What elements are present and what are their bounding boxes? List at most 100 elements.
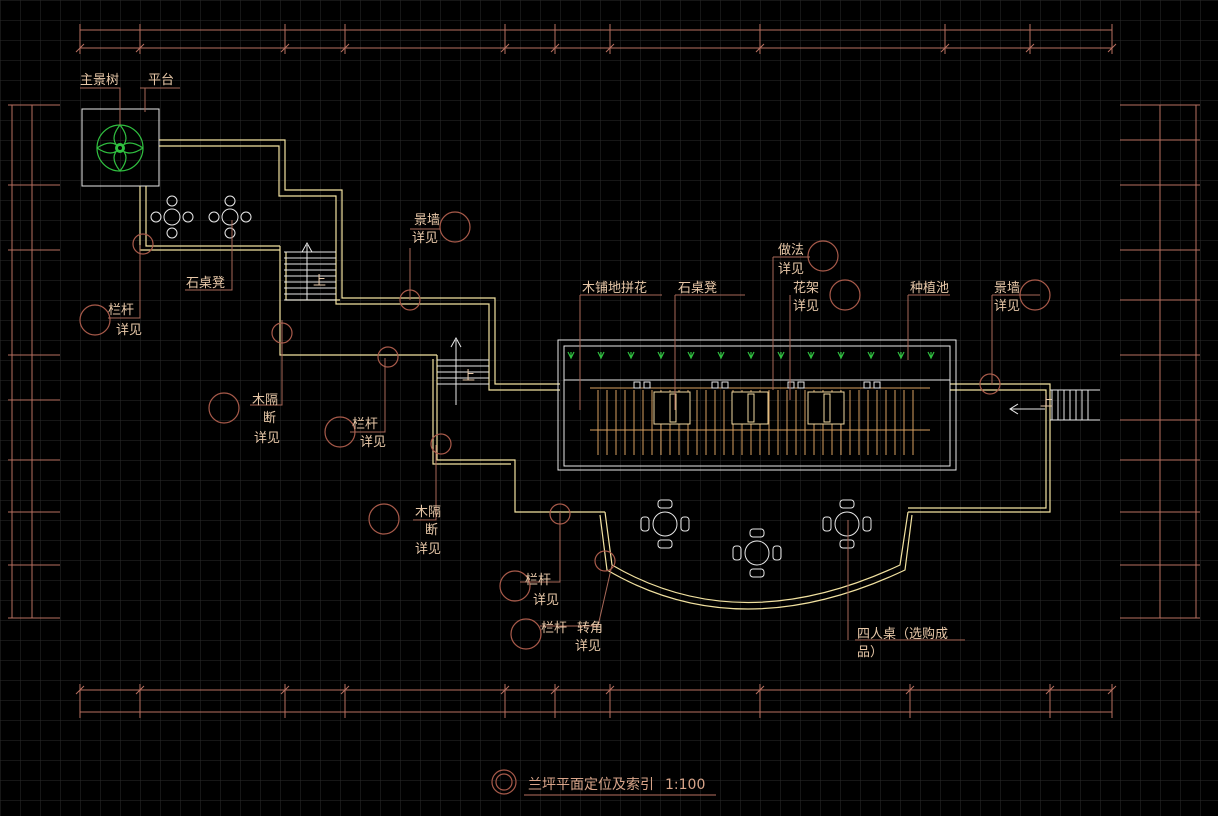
round-table-with-stools-icon: [208, 195, 252, 239]
index-bubble-icon: [132, 233, 154, 255]
dimension-tick-mark: [340, 685, 350, 695]
index-bubble-icon: [594, 550, 616, 572]
round-table-with-stools-icon: [640, 499, 690, 549]
label-four-person-table-a: 四人桌（选购成: [857, 626, 948, 642]
stone-table-block: [731, 391, 769, 425]
index-bubble-icon: [377, 346, 399, 368]
index-bubble-icon: [368, 503, 400, 535]
label-feature-wall-2: 景墙: [994, 281, 1020, 296]
pergola-post: [711, 381, 719, 389]
index-bubble-icon: [829, 279, 861, 311]
label-railing-4: 栏杆: [541, 621, 567, 636]
title-text: 兰坪平面定位及索引: [528, 776, 654, 793]
dimension-tick-mark: [75, 685, 85, 695]
dimension-tick-mark: [135, 43, 145, 53]
dimension-tick-mark: [1107, 43, 1117, 53]
label-wood-partition-2b: 断: [425, 523, 438, 538]
label-stone-table-mid: 石桌凳: [678, 280, 717, 296]
dimension-tick-mark: [340, 43, 350, 53]
shrub-arrow-icon: [657, 351, 665, 360]
round-table-with-stools-icon: [150, 195, 194, 239]
label-railing-2: 栏杆: [352, 417, 378, 432]
shrub-arrow-icon: [567, 351, 575, 360]
dimension-tick-mark: [550, 43, 560, 53]
shrub-arrow-icon: [867, 351, 875, 360]
planter-box: [557, 339, 957, 471]
round-table-with-stools-icon: [732, 528, 782, 578]
dimension-tick-mark: [280, 685, 290, 695]
label-main-tree: 主景树: [80, 73, 119, 88]
shrub-arrow-icon: [717, 351, 725, 360]
leader-lines: [80, 87, 1040, 641]
pergola-post: [797, 381, 805, 389]
index-bubble-icon: [439, 211, 471, 243]
index-bubble-icon: [979, 373, 1001, 395]
label-wood-partition-1-ref: 详见: [254, 431, 280, 446]
stairs-up-label-3: 上: [1040, 395, 1053, 410]
index-bubble-icon: [208, 392, 240, 424]
planting-row: [567, 351, 935, 360]
label-corner: 转角: [577, 621, 603, 636]
shrub-arrow-icon: [807, 351, 815, 360]
label-railing-4-ref: 详见: [575, 639, 601, 654]
dimension-tick-mark: [500, 685, 510, 695]
shrub-arrow-icon: [837, 351, 845, 360]
drawing-title: 兰坪平面定位及索引 1:100: [491, 769, 716, 796]
dimension-tick-mark: [1025, 43, 1035, 53]
label-wood-partition-2-ref: 详见: [415, 542, 441, 557]
pergola-post: [721, 381, 729, 389]
shrub-arrow-icon: [927, 351, 935, 360]
index-bubble-icon: [79, 304, 111, 336]
dimension-tick-mark: [605, 43, 615, 53]
label-pergola: 花架: [793, 280, 819, 296]
label-railing-3-ref: 详见: [533, 593, 559, 608]
label-paving-method: 做法: [778, 243, 804, 258]
label-paving-method-ref: 详见: [778, 262, 804, 277]
label-four-person-table-b: 品）: [857, 645, 883, 660]
label-wood-paving: 木铺地拼花: [582, 280, 647, 296]
pergola-frame: [590, 381, 930, 455]
label-feature-wall-1-ref: 详见: [412, 231, 438, 246]
label-pergola-ref: 详见: [793, 299, 819, 314]
dimension-tick-mark: [550, 685, 560, 695]
dimension-tick-mark: [280, 43, 290, 53]
pergola-area: [557, 339, 957, 471]
platform-outline: [81, 108, 1051, 610]
stone-table-block: [807, 391, 845, 425]
dimension-tick-mark: [605, 685, 615, 695]
pergola-post: [633, 381, 641, 389]
round-table-with-stools-icon: [822, 499, 872, 549]
index-bubble-icon: [807, 240, 839, 272]
label-platform: 平台: [148, 73, 174, 88]
shrub-arrow-icon: [897, 351, 905, 360]
dimension-tick-mark: [940, 43, 950, 53]
dimension-tick-mark: [905, 685, 915, 695]
dimension-tick-mark: [135, 685, 145, 695]
pergola-post: [873, 381, 881, 389]
dimension-tick-mark: [75, 43, 85, 53]
label-railing-1-ref: 详见: [116, 323, 142, 338]
stairs-up-label-2: 上: [462, 369, 475, 384]
label-wood-partition-1a: 木隔: [252, 393, 278, 408]
index-bubbles: [79, 211, 1051, 650]
pergola-post: [863, 381, 871, 389]
stairs-up-label-1: 上: [313, 274, 326, 289]
index-bubble-icon: [499, 570, 531, 602]
shrub-arrow-icon: [747, 351, 755, 360]
label-stone-table-left: 石桌凳: [186, 275, 225, 291]
label-railing-1: 栏杆: [108, 303, 134, 318]
dimension-lines: [8, 24, 1200, 718]
label-wood-partition-2a: 木隔: [415, 505, 441, 520]
stone-table-block: [653, 391, 691, 425]
shrub-arrow-icon: [687, 351, 695, 360]
label-railing-2-ref: 详见: [360, 435, 386, 450]
index-bubble-icon: [430, 433, 452, 455]
index-bubble-icon: [510, 618, 542, 650]
dimension-tick-mark: [500, 43, 510, 53]
dimension-tick-mark: [755, 685, 765, 695]
shrub-arrow-icon: [627, 351, 635, 360]
label-feature-wall-1: 景墙: [414, 213, 440, 228]
